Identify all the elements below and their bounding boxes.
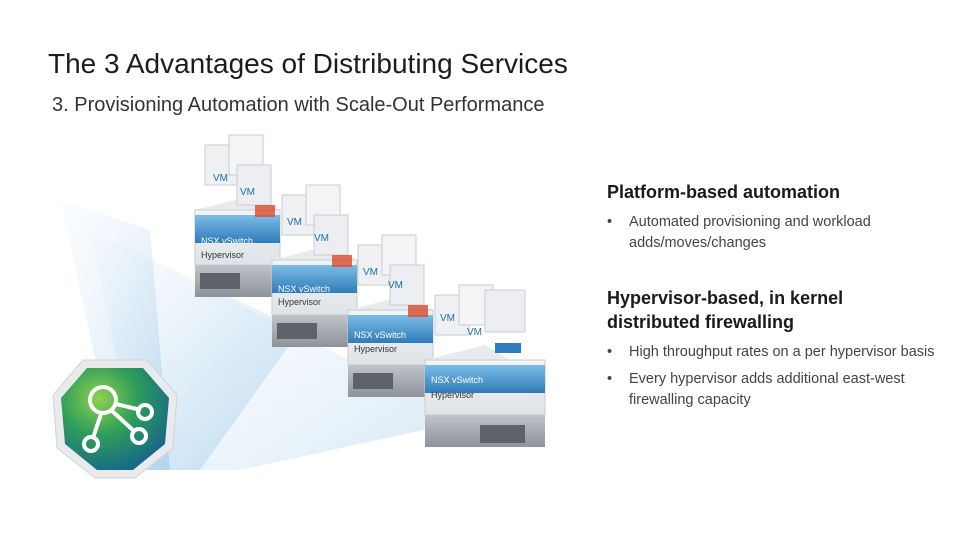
- switch-label: NSX vSwitch: [354, 330, 406, 340]
- section-heading: Hypervisor-based, in kernel distributed …: [607, 288, 844, 332]
- bullet-text: Automated provisioning and workload adds…: [629, 214, 871, 251]
- hypervisor-label: Hypervisor: [278, 297, 321, 307]
- section-automation: Platform-based automation • Automated pr…: [607, 180, 937, 254]
- bullet-dot: •: [607, 214, 613, 230]
- vm-label: VM: [440, 313, 455, 324]
- section-firewalling: Hypervisor-based, in kernel distributed …: [607, 286, 937, 411]
- server-diagram: VM VM NSX vSwitch Hypervisor VM VM NSX v…: [52, 134, 546, 479]
- bullet-item: • Every hypervisor adds additional east-…: [607, 369, 937, 411]
- switch-label: NSX vSwitch: [201, 236, 253, 246]
- switch-label: NSX vSwitch: [278, 284, 330, 294]
- hypervisor-label: Hypervisor: [201, 250, 244, 260]
- vm-label: VM: [467, 327, 482, 338]
- bullet-text: High throughput rates on a per hyperviso…: [629, 344, 935, 360]
- server-stack-2: VM VM NSX vSwitch Hypervisor: [271, 184, 358, 347]
- slide-subtitle: 3. Provisioning Automation with Scale-Ou…: [52, 94, 545, 116]
- bullet-text: Every hypervisor adds additional east-we…: [629, 371, 905, 408]
- hypervisor-label: Hypervisor: [354, 344, 397, 354]
- bullet-item: • High throughput rates on a per hypervi…: [607, 342, 937, 363]
- section-heading: Platform-based automation: [607, 182, 841, 202]
- vm-label: VM: [213, 173, 228, 184]
- server-stack-1: VM VM NSX vSwitch Hypervisor: [194, 134, 281, 297]
- bullet-dot: •: [607, 371, 613, 387]
- slide-title: The 3 Advantages of Distributing Service…: [48, 48, 568, 79]
- benefits-panel: Platform-based automation • Automated pr…: [607, 180, 937, 417]
- bullet-dot: •: [607, 344, 613, 360]
- vm-label: VM: [388, 280, 403, 291]
- vm-label: VM: [240, 187, 255, 198]
- vm-label: VM: [314, 233, 329, 244]
- vm-label: VM: [363, 267, 378, 278]
- vm-label: VM: [287, 217, 302, 228]
- bullet-item: • Automated provisioning and workload ad…: [607, 212, 937, 254]
- switch-label: NSX vSwitch: [431, 375, 483, 385]
- hypervisor-label: Hypervisor: [431, 390, 474, 400]
- server-stack-4: VM VM NSX vSwitch Hypervisor: [424, 284, 546, 447]
- server-stack-3: VM VM NSX vSwitch Hypervisor: [347, 234, 434, 397]
- network-nodes-icon: [52, 359, 178, 479]
